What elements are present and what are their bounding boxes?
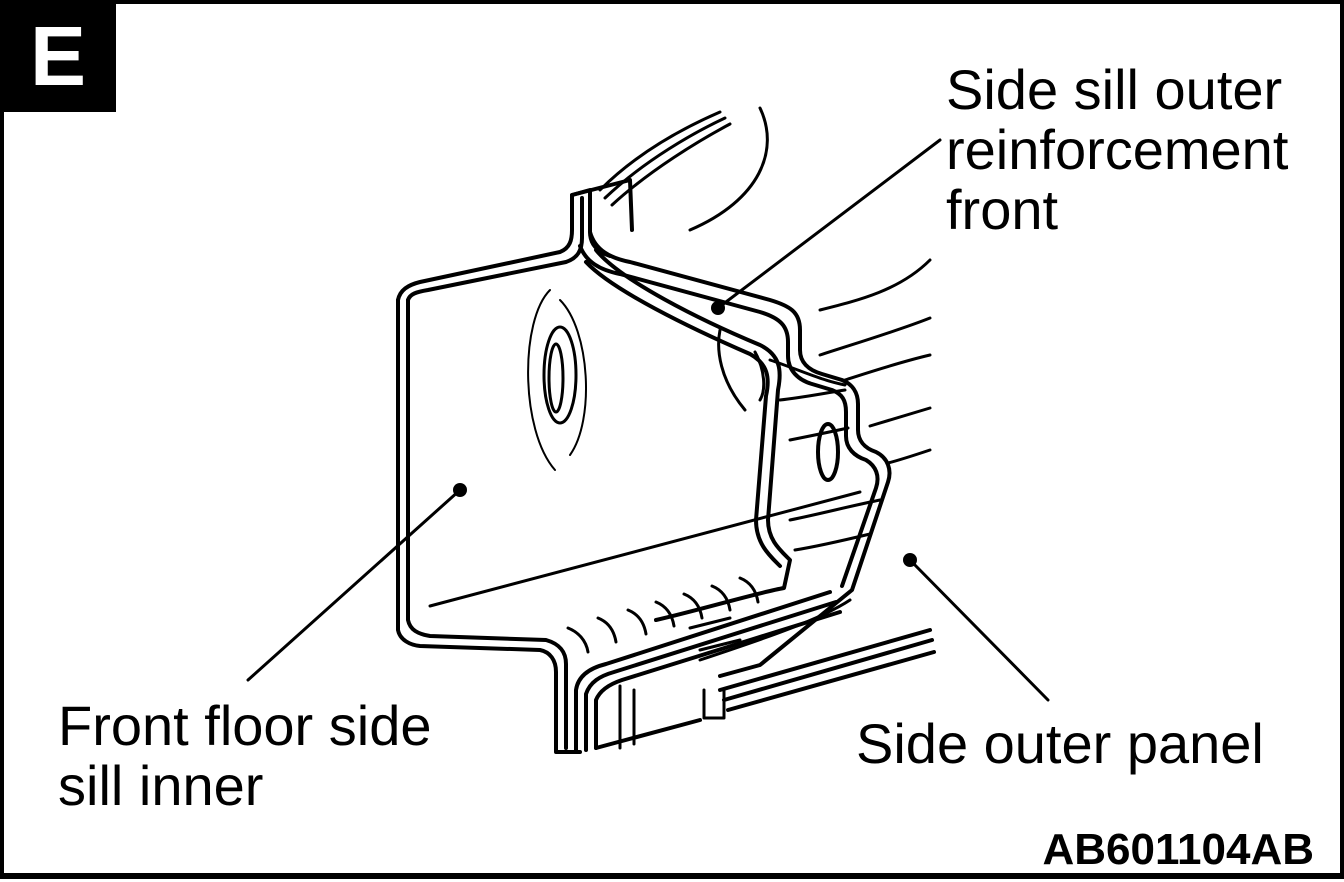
- figure-code: AB601104AB: [1042, 825, 1315, 874]
- label-side-sill-outer-reinforcement-front: Side sill outer reinforcement front: [946, 58, 1289, 241]
- leader-line-outer-panel: [908, 558, 1050, 702]
- side-outer-panel-outline: [598, 106, 932, 552]
- leader-line-floor-sill: [246, 488, 462, 682]
- label-side-outer-panel: Side outer panel: [856, 712, 1264, 775]
- front-floor-side-sill-inner: [396, 178, 862, 754]
- leader-line-reinforcement: [716, 138, 942, 310]
- leader-dot-reinforcement: [711, 301, 725, 315]
- side-outer-panel-flange: [698, 598, 936, 712]
- leader-dot-outer-panel: [903, 553, 917, 567]
- leader-dot-floor-sill: [453, 483, 467, 497]
- view-badge: E: [0, 0, 116, 112]
- label-front-floor-side-sill-inner: Front floor side sill inner: [58, 694, 432, 817]
- side-sill-outer-reinforcement-front: [578, 230, 892, 678]
